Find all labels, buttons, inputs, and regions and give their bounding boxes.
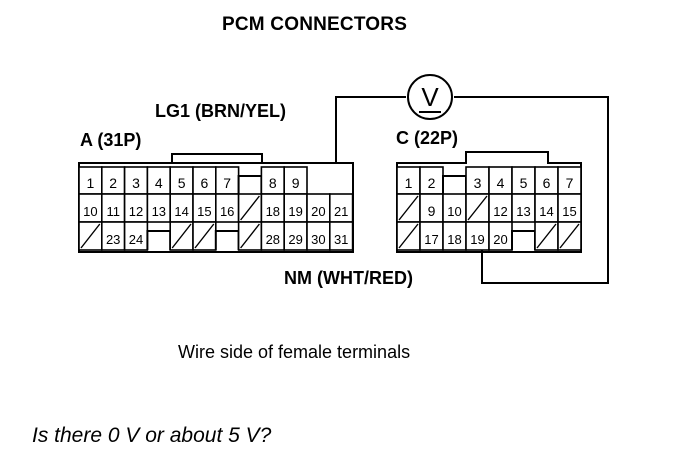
wire-label-lg1: LG1 (BRN/YEL) xyxy=(155,101,287,121)
test-question: Is there 0 V or about 5 V? xyxy=(32,424,272,447)
connector-c-terminal-number: 18 xyxy=(447,232,461,247)
voltmeter-symbol: V xyxy=(421,82,439,112)
connector-c-unused-cavity xyxy=(467,195,488,221)
connector-a-terminal-number: 15 xyxy=(197,204,211,219)
connector-a-cavity xyxy=(328,221,354,251)
connector-c-terminal-number: 5 xyxy=(520,175,528,191)
page-title: PCM CONNECTORS xyxy=(222,14,408,35)
connector-a-terminal-number: 6 xyxy=(201,175,209,191)
connector-a-terminal-number: 18 xyxy=(266,204,280,219)
connector-a-terminal-number: 29 xyxy=(288,232,302,247)
connector-a-terminal-number: 23 xyxy=(106,232,120,247)
connector-a-key-slot xyxy=(146,230,172,250)
connector-c-label: C (22P) xyxy=(396,128,459,148)
connector-c-terminal-number: 1 xyxy=(405,175,413,191)
connector-c-terminal-number: 12 xyxy=(493,204,507,219)
connector-a-terminal-number: 9 xyxy=(292,175,300,191)
connector-a-unused-cavity xyxy=(194,223,215,249)
connector-a-key-slot xyxy=(237,175,263,194)
connector-a-terminal-number: 11 xyxy=(106,204,120,219)
connector-a-unused-cavity xyxy=(171,223,192,249)
connector-c-terminal-number: 4 xyxy=(497,175,505,191)
connector-c-unused-cavity xyxy=(398,195,419,221)
connector-c-terminal-number: 19 xyxy=(470,232,484,247)
connector-c-key-slot xyxy=(511,230,536,250)
voltmeter-wiring: V xyxy=(335,74,609,284)
connector-c-terminal-number: 9 xyxy=(428,203,436,219)
connector-c-key-slot xyxy=(442,175,467,194)
connector-a-terminal-number: 24 xyxy=(129,232,143,247)
connector-c-unused-cavity xyxy=(398,223,419,249)
connector-a-terminal-number: 3 xyxy=(132,175,140,191)
connector-a-unused-cavity xyxy=(240,195,260,221)
connector-a-terminal-number: 8 xyxy=(269,175,277,191)
connector-c-terminal-number: 20 xyxy=(493,232,507,247)
connector-a-terminal-number: 19 xyxy=(288,204,302,219)
connector-c-terminal-number: 13 xyxy=(516,204,530,219)
connector-a-terminal-number: 4 xyxy=(155,175,163,191)
voltmeter-icon xyxy=(407,74,453,120)
lg1-probe-wire xyxy=(335,96,406,163)
connector-a-terminal-number: 21 xyxy=(334,204,348,219)
connector-c-unused-cavity xyxy=(536,223,557,249)
connector-c-terminal-number: 15 xyxy=(562,204,576,219)
connector-a-terminal-number: 13 xyxy=(152,204,166,219)
connector-a-unused-cavity xyxy=(80,223,101,249)
connector-a-terminal-number: 5 xyxy=(178,175,186,191)
connector-c-terminal-number: 10 xyxy=(447,204,461,219)
diagram-caption: Wire side of female terminals xyxy=(178,342,411,362)
connector-a-terminal-number: 31 xyxy=(334,232,348,247)
connector-c-terminal-number: 3 xyxy=(474,175,482,191)
connector-a-terminal-number: 2 xyxy=(109,175,117,191)
connector-a-terminal-number: 10 xyxy=(83,204,97,219)
connector-c-terminal-number: 17 xyxy=(424,232,438,247)
connector-c-terminal-number: 7 xyxy=(566,175,574,191)
connector-a-terminal-number: 20 xyxy=(311,204,325,219)
connector-a-terminal-number: 28 xyxy=(266,232,280,247)
connector-a-key-slot xyxy=(214,230,240,250)
connector-c-outline xyxy=(396,151,582,253)
connector-c-unused-cavity xyxy=(559,223,580,249)
connector-a-label: A (31P) xyxy=(80,130,142,150)
connector-a-outline xyxy=(78,153,354,253)
connector-c-terminal-number: 6 xyxy=(543,175,551,191)
connector-a-terminal-number: 14 xyxy=(174,204,188,219)
connector-c-terminal-number: 2 xyxy=(428,175,436,191)
connector-a-terminal-number: 16 xyxy=(220,204,234,219)
nm-probe-wire xyxy=(454,96,609,284)
connector-a-terminal-number: 12 xyxy=(129,204,143,219)
wire-label-nm: NM (WHT/RED) xyxy=(284,268,413,288)
connector-c-terminal-number: 14 xyxy=(539,204,553,219)
connector-a-unused-cavity xyxy=(240,223,260,249)
connector-a-terminal-number: 7 xyxy=(223,175,231,191)
connector-a-terminal-number: 1 xyxy=(87,175,95,191)
connector-a-terminal-number: 30 xyxy=(311,232,325,247)
